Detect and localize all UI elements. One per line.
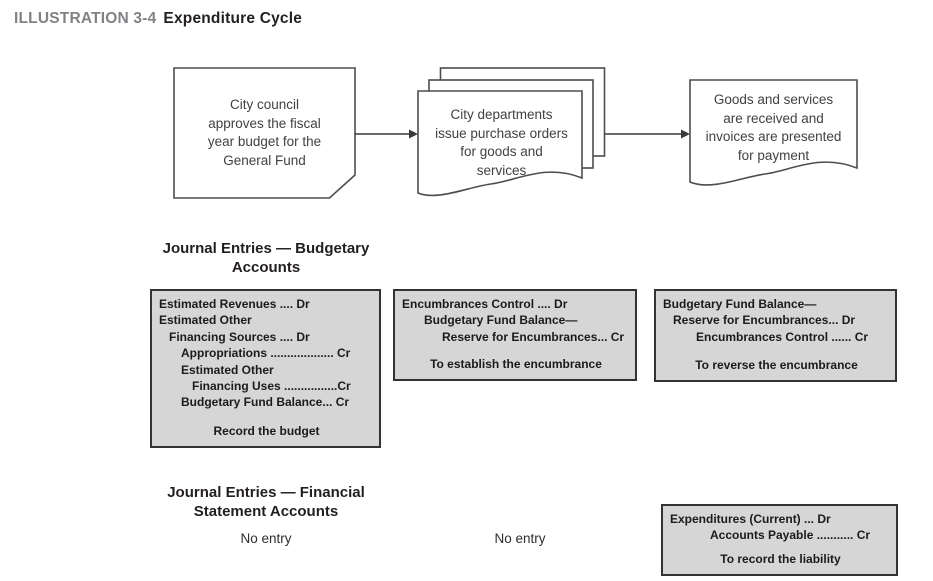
journal-caption: Record the budget [213,423,320,438]
journal-line: Encumbrances Control ...... Cr [696,329,869,344]
journal-line: Budgetary Fund Balance— [424,313,578,328]
figure-label: ILLUSTRATION 3-4 [14,10,157,27]
journal-line: Financing Sources .... Dr [169,329,310,344]
journal-line: Estimated Revenues .... Dr [159,297,310,311]
arrow-step1-to-step2 [355,129,418,139]
journal-box-record-liability: Expenditures (Current) ... Dr Accounts P… [661,504,898,576]
journal-box-reverse-encumbrance: Budgetary Fund Balance— Reserve for Encu… [654,289,897,382]
journal-line: Reserve for Encumbrances... Dr [673,313,856,328]
step1-document-shape [173,67,356,199]
journal-line: Reserve for Encumbrances... Cr [442,329,625,344]
no-entry-label-left: No entry [240,531,292,546]
journal-line: Accounts Payable ........... Cr [710,528,871,543]
journal-line: Expenditures (Current) ... Dr [670,512,831,526]
step3-document-shape [689,79,858,186]
journal-caption: To reverse the encumbrance [695,357,858,372]
step1-text: City council approves the fiscal year bu… [207,97,322,168]
journal-line: Estimated Other [159,313,252,328]
step2-text: City departments issue purchase orders f… [435,107,568,178]
no-entry-label-middle: No entry [494,531,546,546]
journal-caption: To establish the encumbrance [430,356,602,371]
budgetary-accounts-heading: Journal Entries — Budgetary Accounts [162,240,370,276]
journal-line: Budgetary Fund Balance... Cr [181,395,350,410]
journal-box-record-budget: Estimated Revenues .... Dr Estimated Oth… [150,289,381,448]
journal-line: Budgetary Fund Balance— [663,297,817,311]
journal-line: Financing Uses ................Cr [192,379,351,394]
figure-name: Expenditure Cycle [163,10,303,27]
step3-text: Goods and services are received and invo… [705,92,842,163]
step2-document-stack-shape [417,67,606,197]
journal-line: Estimated Other [181,362,274,377]
figure-title: ILLUSTRATION 3-4 Expenditure Cycle [14,10,302,28]
journal-caption: To record the liability [720,551,841,566]
arrow-step2-to-step3 [605,129,690,139]
journal-box-establish-encumbrance: Encumbrances Control .... Dr Budgetary F… [393,289,637,381]
journal-line: Appropriations ................... Cr [181,346,351,361]
journal-line: Encumbrances Control .... Dr [402,297,568,311]
financial-accounts-heading: Journal Entries — Financial Statement Ac… [167,484,365,520]
